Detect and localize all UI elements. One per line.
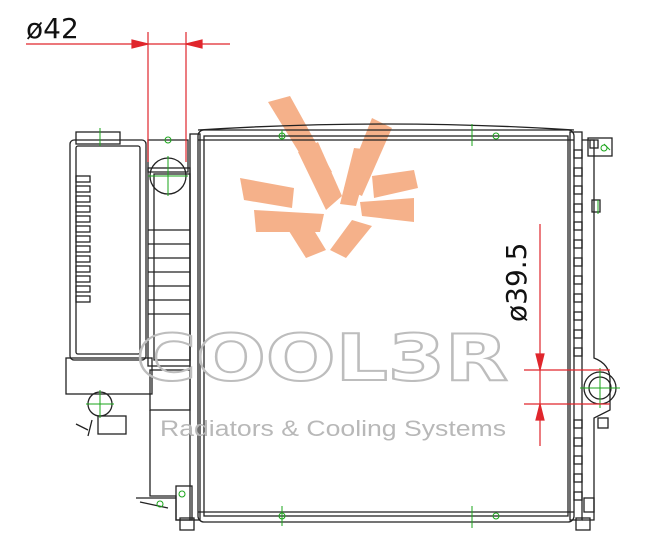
right-tank: [569, 131, 613, 521]
left-tank: [136, 133, 201, 521]
center-marks: [86, 124, 620, 528]
brand-watermark: COOL3R: [136, 322, 508, 396]
dimension-42: [26, 32, 230, 162]
tagline-watermark: Radiators & Cooling Systems: [160, 416, 506, 441]
dimension-label-right: ø39.5: [500, 243, 533, 322]
expansion-tank: [65, 131, 153, 437]
bottom-mounts: [179, 517, 591, 531]
pinwheel-logo-icon: [240, 96, 418, 258]
dimension-label-top: ø42: [26, 12, 79, 45]
radiator-core: [197, 123, 575, 523]
dimension-39-5: [524, 224, 610, 446]
